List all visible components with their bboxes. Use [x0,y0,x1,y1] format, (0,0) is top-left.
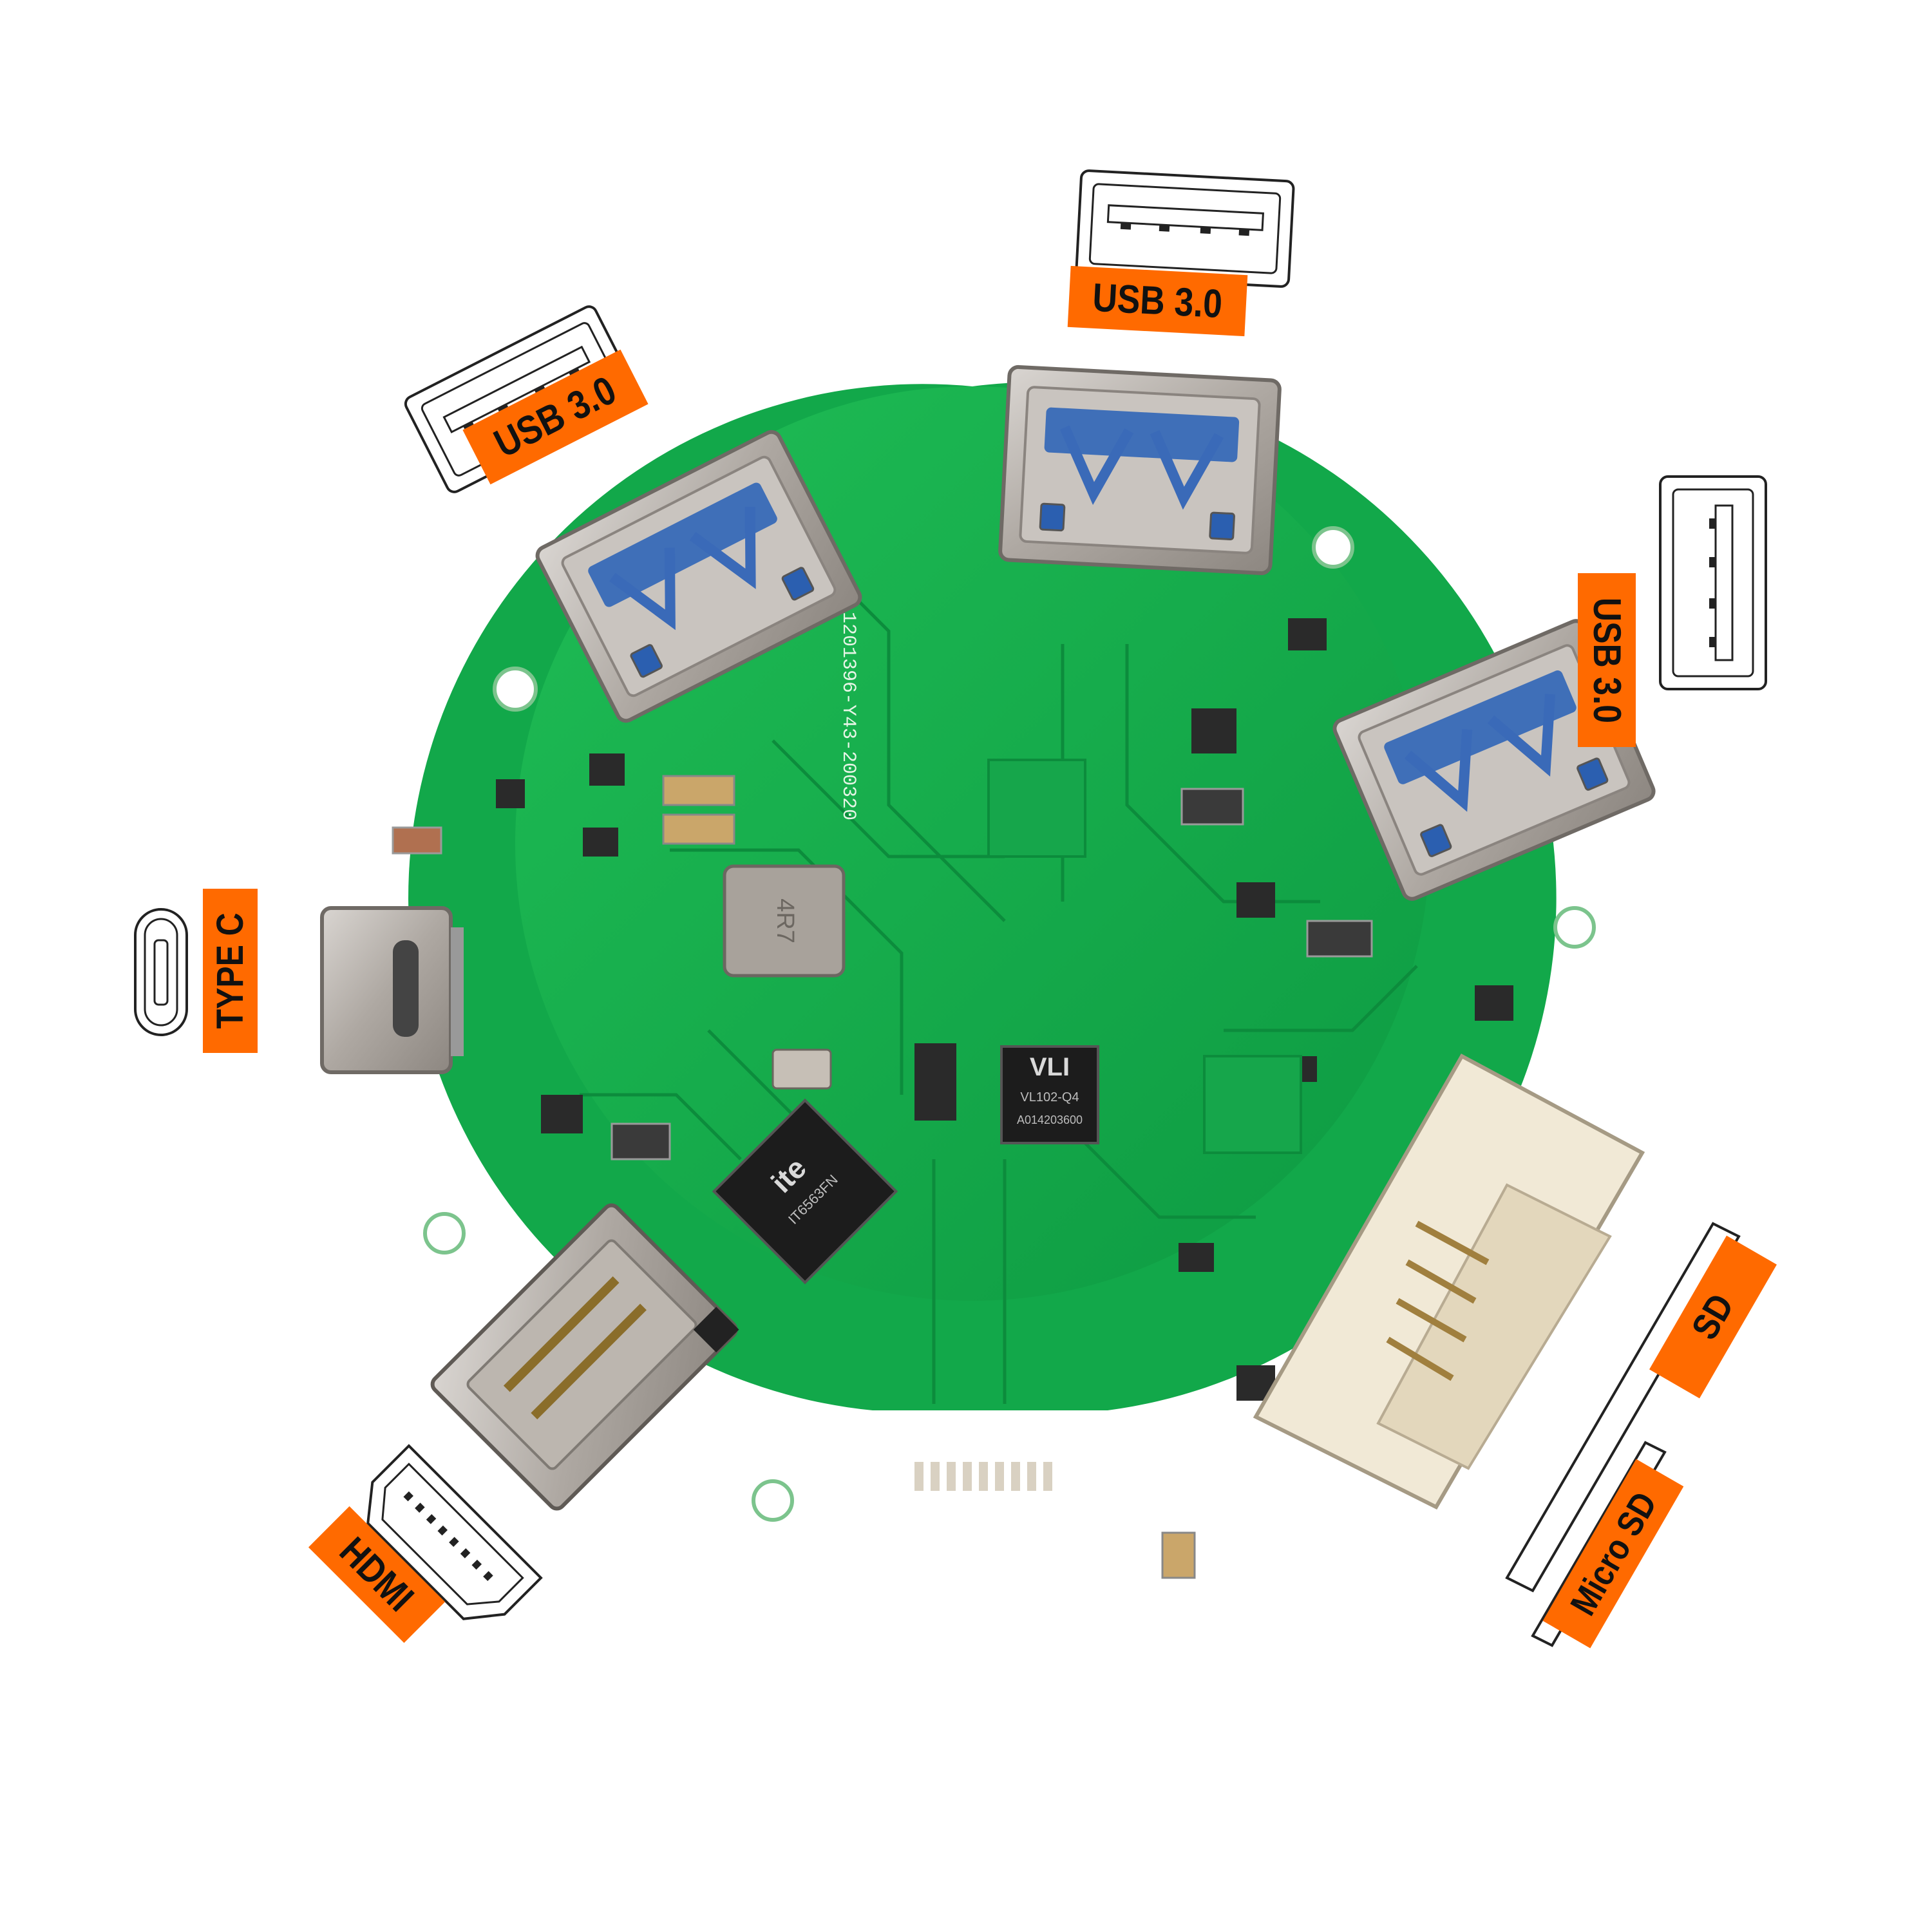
ite-chip: ite IT6563FN [712,1098,898,1285]
type-c-connector-icon [134,908,188,1036]
vli-chip: VLI VL102-Q4 A014203600 [1000,1045,1099,1144]
usb-3-label-top-text: USB 3.0 [1092,275,1224,327]
inductor-marking: 4R7 [772,898,799,943]
sd-label-text: SD [1683,1287,1743,1347]
usb-3-label-top: USB 3.0 [1067,265,1248,337]
type-c-label-text: TYPE C [209,913,251,1029]
pcb-part-number: 1201396-Y43-200320 [837,612,859,820]
vli-code: VL102-Q4 [1020,1090,1079,1104]
test-pads [914,1462,1052,1491]
usb-3-label-right: USB 3.0 [1578,573,1636,747]
type-c-label: TYPE C [203,889,258,1053]
vli-lot: A014203600 [1017,1113,1083,1126]
hdmi-connector-icon [366,1444,543,1620]
usb-connector-icon-right [1659,475,1767,690]
type-c-port [320,906,464,1074]
usb-port-top [999,366,1280,574]
sd-card-slot [1253,1053,1645,1510]
usb-3-label-right-text: USB 3.0 [1586,597,1629,723]
vli-logo: VLI [1030,1053,1070,1081]
hdmi-port [430,1203,739,1511]
